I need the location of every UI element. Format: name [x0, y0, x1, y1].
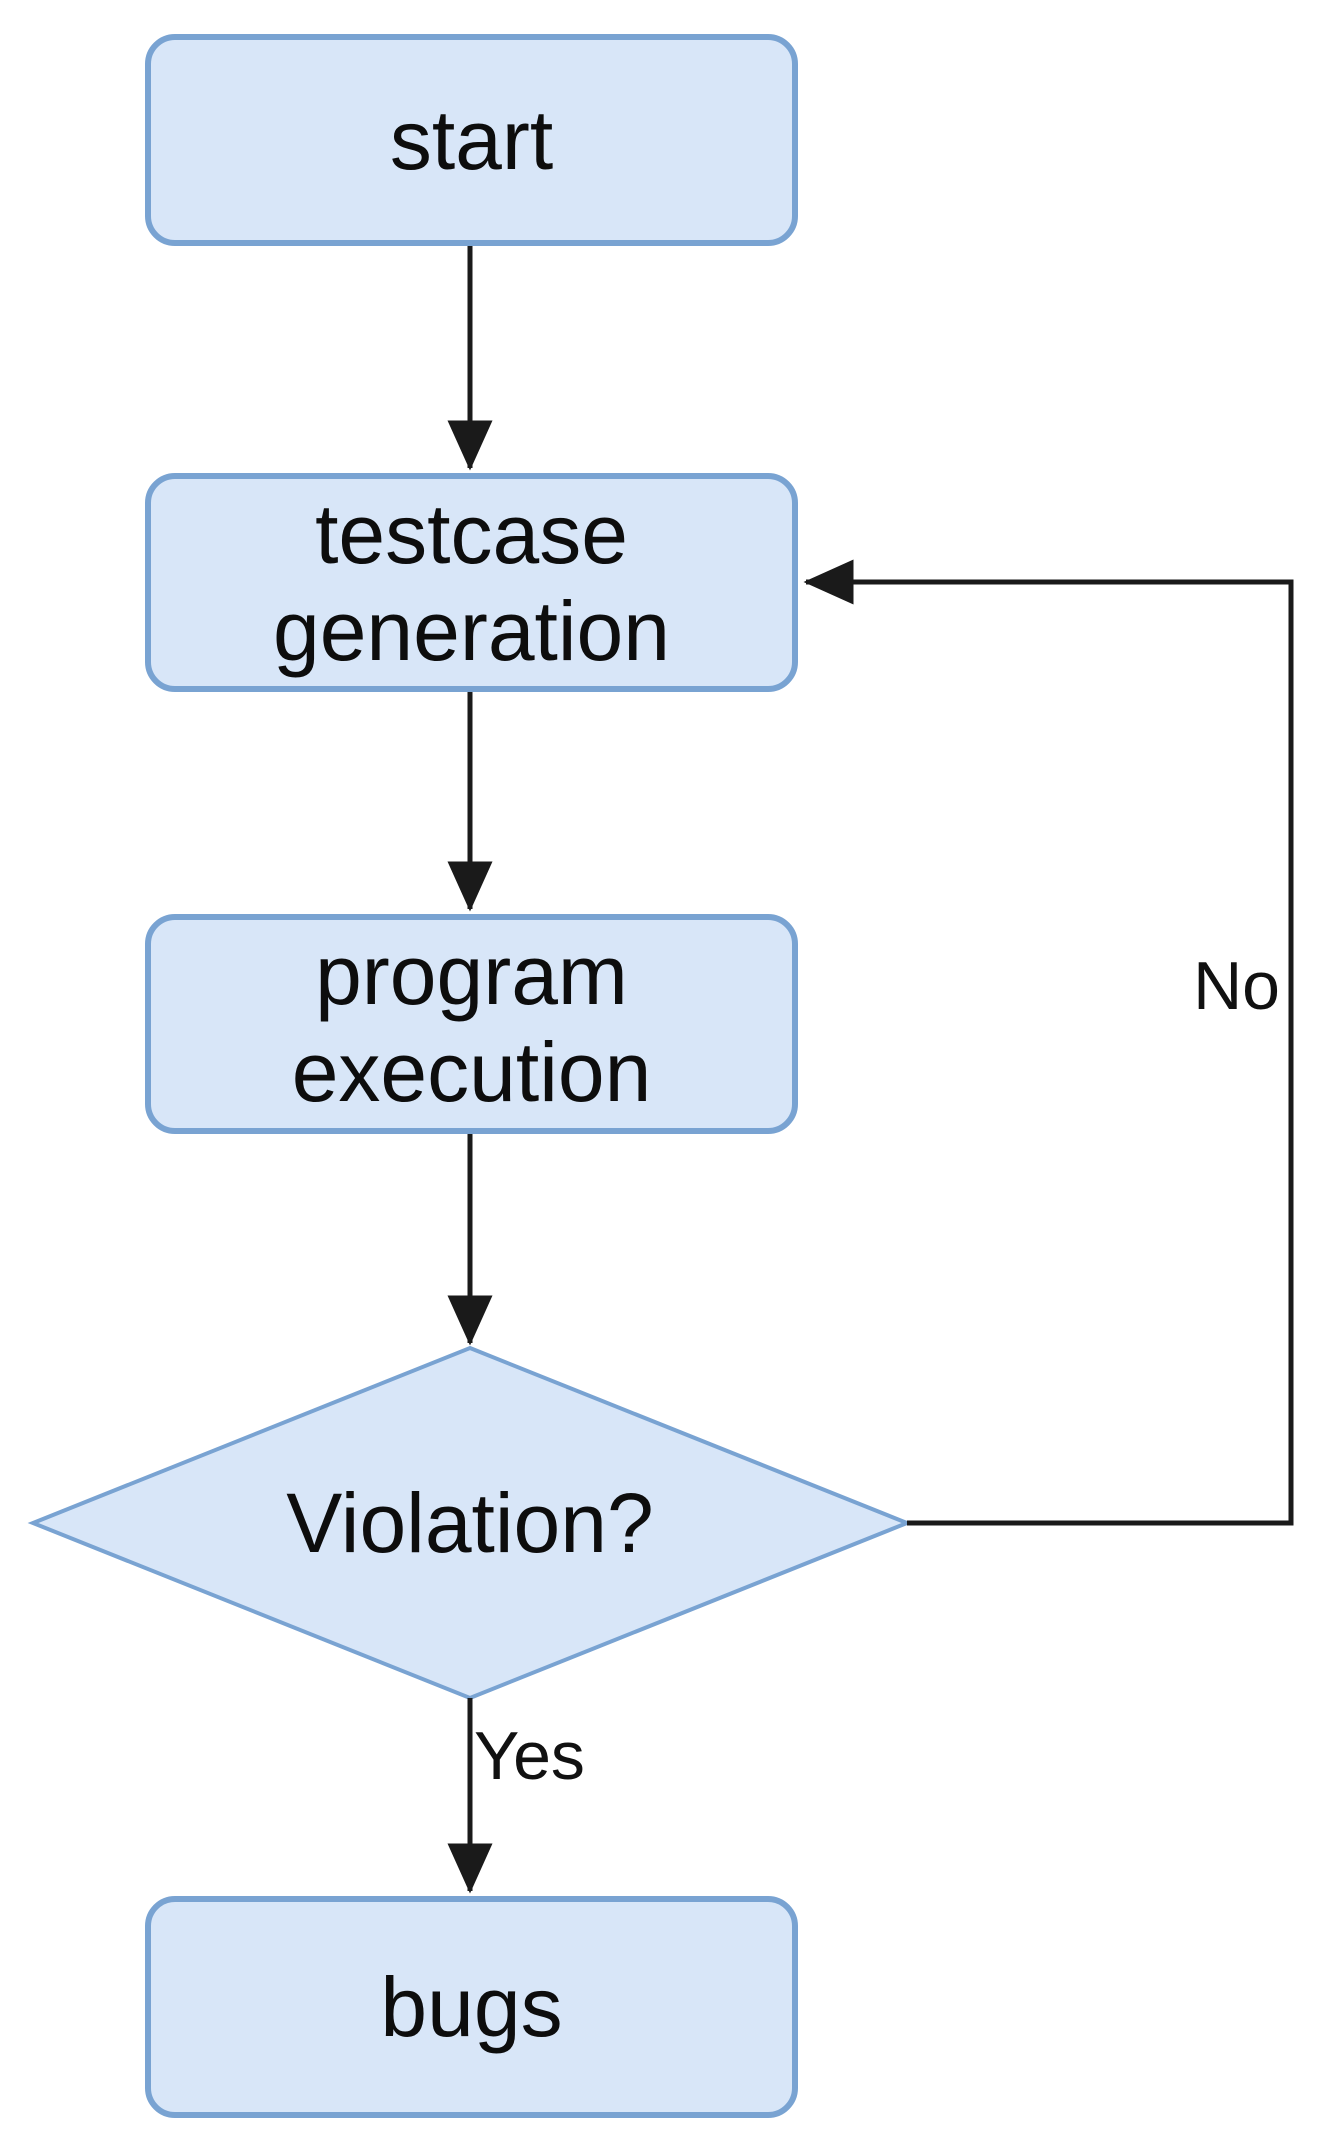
no-edge-label: No — [1193, 948, 1280, 1024]
program-execution-node-label: program execution — [291, 928, 652, 1119]
violation-decision-label: Violation? — [286, 1475, 654, 1570]
testcase-generation-node-label: testcase generation — [273, 486, 670, 678]
testcase-generation-node: testcase generation — [145, 473, 798, 692]
bugs-node-label: bugs — [380, 1959, 563, 2054]
yes-edge-label: Yes — [474, 1718, 585, 1794]
program-execution-node: program execution — [145, 914, 798, 1134]
bugs-node: bugs — [145, 1896, 798, 2118]
violation-decision-node: Violation? — [33, 1468, 907, 1578]
start-node-label: start — [389, 92, 554, 187]
start-node: start — [145, 34, 798, 246]
edge-violation-to-testcase-loop — [803, 559, 1294, 1526]
